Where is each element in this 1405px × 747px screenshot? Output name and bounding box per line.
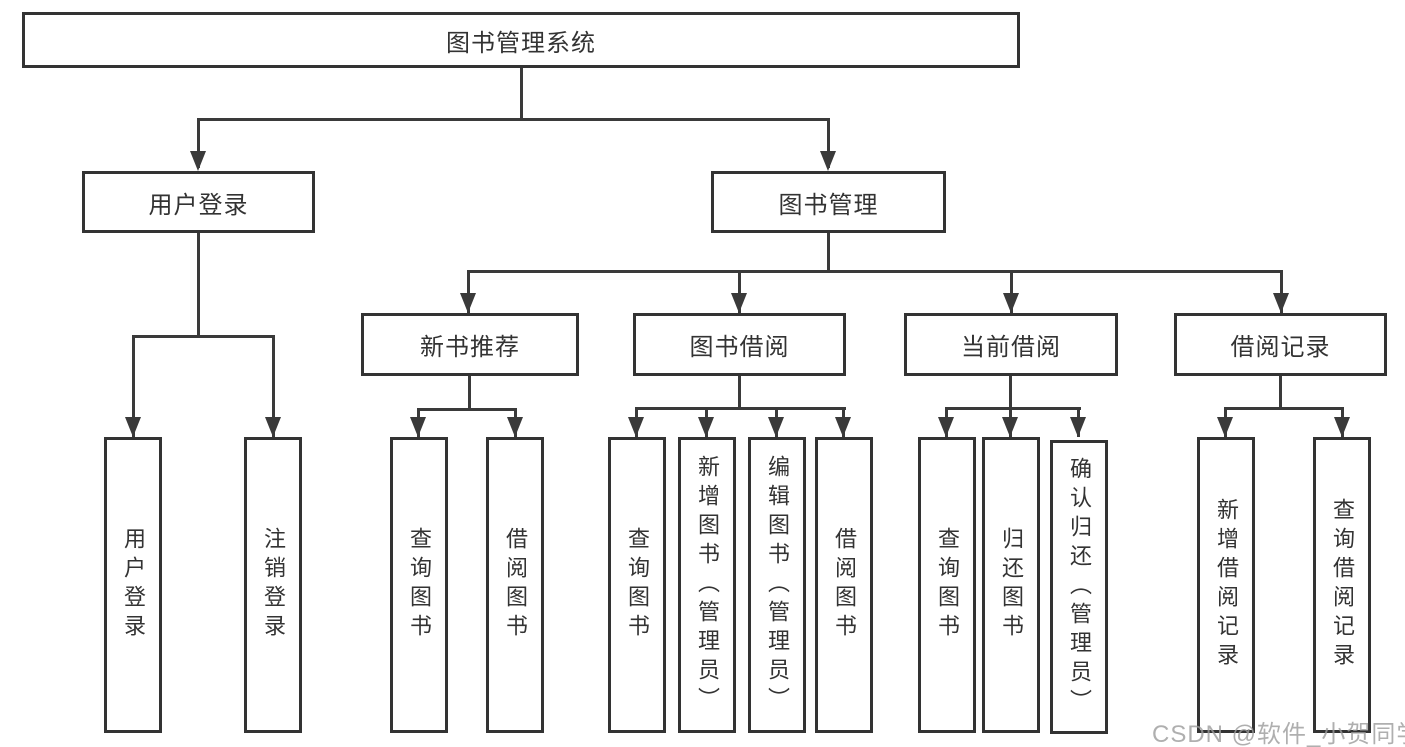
node-label: 图书管理系统	[446, 29, 596, 57]
arrow-head	[1217, 417, 1233, 437]
leaf-node-edit-books-admin: 编辑图书（管理员）	[748, 437, 806, 733]
connector-line	[1224, 407, 1344, 410]
node-current-borrow: 当前借阅	[904, 313, 1118, 376]
connector-line	[468, 376, 471, 408]
connector-line	[132, 335, 135, 437]
arrow-head	[1003, 293, 1019, 313]
arrow-head	[1070, 417, 1086, 437]
leaf-node-borrow-books: 借阅图书	[815, 437, 873, 733]
node-label: 编辑图书（管理员）	[765, 454, 790, 716]
csdn-watermark: CSDN @软件_小贺同学	[1152, 721, 1405, 747]
arrow-head	[1002, 417, 1018, 437]
node-borrow-records: 借阅记录	[1174, 313, 1387, 376]
connector-line	[738, 376, 741, 407]
node-label: 确认归还（管理员）	[1067, 456, 1092, 718]
connector-line	[1280, 270, 1283, 313]
connector-line	[827, 118, 830, 168]
node-label: 借阅图书	[503, 527, 528, 643]
arrow-head	[731, 293, 747, 313]
arrow-head	[698, 417, 714, 437]
node-label: 新增借阅记录	[1214, 498, 1239, 672]
leaf-node-return-books: 归还图书	[982, 437, 1040, 733]
node-user-login: 用户登录	[82, 171, 315, 233]
node-label: 归还图书	[999, 527, 1024, 643]
connector-line	[197, 118, 200, 168]
connector-line	[132, 335, 275, 338]
node-label: 查询借阅记录	[1330, 498, 1355, 672]
node-book-borrow: 图书借阅	[633, 313, 846, 376]
node-label: 查询图书	[625, 527, 650, 643]
node-label: 当前借阅	[961, 334, 1061, 361]
connector-line	[635, 407, 846, 410]
connector-line	[1279, 376, 1282, 407]
arrow-head	[460, 293, 476, 313]
connector-line	[197, 118, 830, 121]
leaf-node-add-borrow-record: 新增借阅记录	[1197, 437, 1255, 733]
arrow-head	[768, 417, 784, 437]
node-label: 查询图书	[935, 527, 960, 643]
arrow-head	[190, 151, 206, 171]
leaf-node-logout: 注销登录	[244, 437, 302, 733]
connector-line	[738, 270, 741, 313]
arrow-head	[938, 417, 954, 437]
leaf-node-query-books-recommend: 查询图书	[390, 437, 448, 733]
node-label: 查询图书	[407, 527, 432, 643]
leaf-node-query-books-borrow: 查询图书	[608, 437, 666, 733]
connector-line	[827, 233, 830, 270]
node-label: 图书借阅	[689, 334, 790, 361]
connector-line	[467, 270, 1283, 273]
node-new-book-recommend: 新书推荐	[361, 313, 579, 376]
arrow-head	[125, 417, 141, 437]
leaf-node-user-login: 用户登录	[104, 437, 162, 733]
leaf-node-confirm-return-admin: 确认归还（管理员）	[1050, 440, 1108, 734]
arrow-head	[265, 417, 281, 437]
connector-line	[467, 270, 470, 313]
leaf-node-query-books-current: 查询图书	[918, 437, 976, 733]
arrow-head	[820, 151, 836, 171]
arrow-head	[628, 417, 644, 437]
node-label: 借阅记录	[1230, 334, 1331, 361]
node-label: 新增图书（管理员）	[695, 454, 720, 716]
connector-line	[1010, 270, 1013, 313]
node-label: 图书管理	[778, 191, 879, 219]
arrow-head	[835, 417, 851, 437]
node-label: 用户登录	[121, 527, 146, 643]
leaf-node-borrow-books-recommend: 借阅图书	[486, 437, 544, 733]
connector-line	[945, 407, 1081, 410]
arrow-head	[410, 417, 426, 437]
node-label: 注销登录	[261, 527, 286, 643]
node-label: 用户登录	[148, 191, 249, 219]
connector-line	[520, 68, 523, 118]
connector-line	[272, 335, 275, 437]
node-label: 借阅图书	[832, 527, 857, 643]
node-label: 新书推荐	[420, 334, 520, 361]
leaf-node-add-books-admin: 新增图书（管理员）	[678, 437, 736, 733]
node-book-management: 图书管理	[711, 171, 946, 233]
leaf-node-query-borrow-record: 查询借阅记录	[1313, 437, 1371, 733]
connector-line	[417, 408, 517, 411]
arrow-head	[507, 417, 523, 437]
connector-line	[197, 233, 200, 335]
connector-line	[1009, 376, 1012, 407]
arrow-head	[1273, 293, 1289, 313]
arrow-head	[1334, 417, 1350, 437]
node-root-system: 图书管理系统	[22, 12, 1020, 68]
